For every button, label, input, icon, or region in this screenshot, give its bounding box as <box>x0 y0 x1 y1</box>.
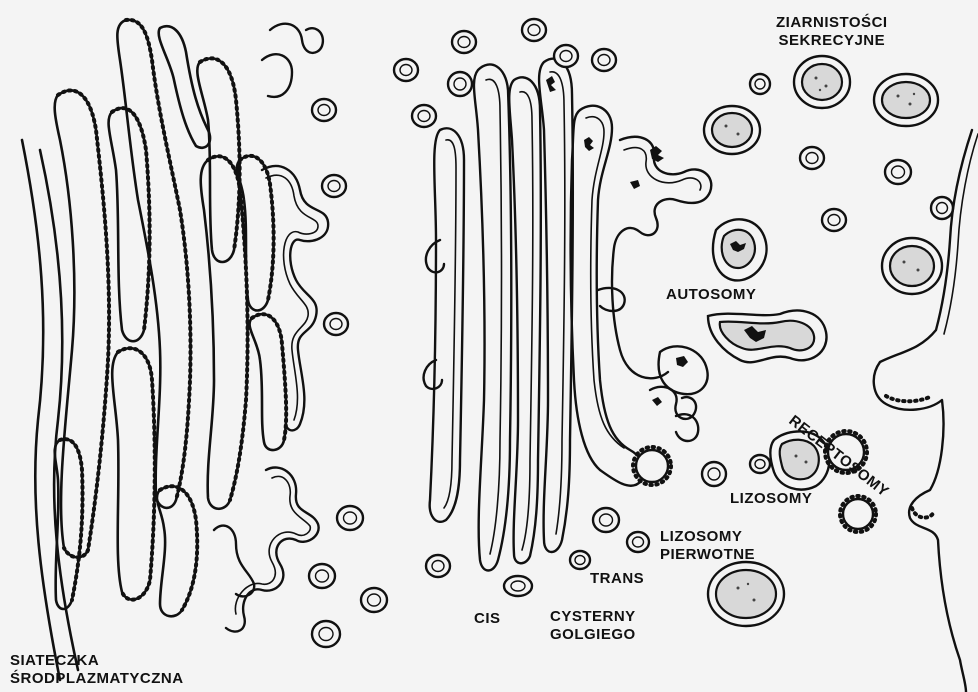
vesicle <box>504 576 532 596</box>
golgi-cisterna-trans <box>571 106 645 486</box>
vesicle <box>312 621 340 647</box>
label-secretory-line2: SEKRECYJNE <box>776 32 888 50</box>
vesicle <box>702 462 726 486</box>
vesicle <box>554 45 578 67</box>
secretory-granule <box>882 238 942 294</box>
vesicle <box>593 508 619 532</box>
secretory-granule <box>708 562 784 626</box>
label-er-line1: SIATECZKA <box>10 652 184 670</box>
receptosome <box>633 447 671 485</box>
label-golgi-line2: GOLGIEGO <box>550 626 636 644</box>
label-golgi-line1: CYSTERNY <box>550 608 636 626</box>
golgi-stack <box>424 59 712 571</box>
vesicle <box>750 455 770 473</box>
label-autosomes: AUTOSOMY <box>666 286 756 304</box>
golgi-cisterna <box>509 77 541 563</box>
er-cisterna <box>159 26 287 450</box>
vesicle <box>452 31 476 53</box>
vesicle <box>570 551 590 569</box>
vesicle <box>337 506 363 530</box>
vesicle <box>394 59 418 81</box>
vesicle <box>426 555 450 577</box>
vesicle <box>627 532 649 552</box>
golgi-cisterna <box>474 64 511 570</box>
label-er: SIATECZKA ŚRODPLAZMATYCZNA <box>10 652 184 688</box>
vesicle <box>412 105 436 127</box>
golgi-cisterna <box>539 59 573 552</box>
vesicle <box>592 49 616 71</box>
autosome <box>713 219 767 280</box>
label-cis: CIS <box>474 610 501 628</box>
label-primary-lysosomes-line2: PIERWOTNE <box>660 546 755 564</box>
vesicle <box>309 564 335 588</box>
er-cisterna <box>109 108 155 600</box>
label-primary-lysosomes: LIZOSOMY PIERWOTNE <box>660 528 755 564</box>
vesicle <box>324 313 348 335</box>
secretory-granule <box>874 74 938 126</box>
label-secretory-line1: ZIARNISTOŚCI <box>776 14 888 32</box>
secretory-granule <box>794 56 850 108</box>
receptosome <box>840 496 876 532</box>
secretory-granule <box>704 106 760 154</box>
transport-vesicles <box>309 19 953 647</box>
vesicle <box>361 588 387 612</box>
golgi-cisterna-cis <box>424 128 464 521</box>
label-secretory-granules: ZIARNISTOŚCI SEKRECYJNE <box>776 14 888 50</box>
label-lysosomes: LIZOSOMY <box>730 490 812 508</box>
vesicle <box>931 197 953 219</box>
label-er-line2: ŚRODPLAZMATYCZNA <box>10 670 184 688</box>
vesicle <box>800 147 824 169</box>
plasma-membrane <box>874 130 978 692</box>
vesicle <box>822 209 846 231</box>
label-trans: TRANS <box>590 570 644 588</box>
vesicle <box>322 175 346 197</box>
vesicle <box>448 72 472 96</box>
vesicle <box>522 19 546 41</box>
vesicle <box>312 99 336 121</box>
vesicle <box>750 74 770 94</box>
er-cisterna <box>55 439 198 616</box>
label-golgi-cisternae: CYSTERNY GOLGIEGO <box>550 608 636 644</box>
autosome <box>708 311 827 363</box>
vesicle <box>885 160 911 184</box>
label-primary-lysosomes-line1: LIZOSOMY <box>660 528 755 546</box>
rough-er <box>22 20 328 680</box>
